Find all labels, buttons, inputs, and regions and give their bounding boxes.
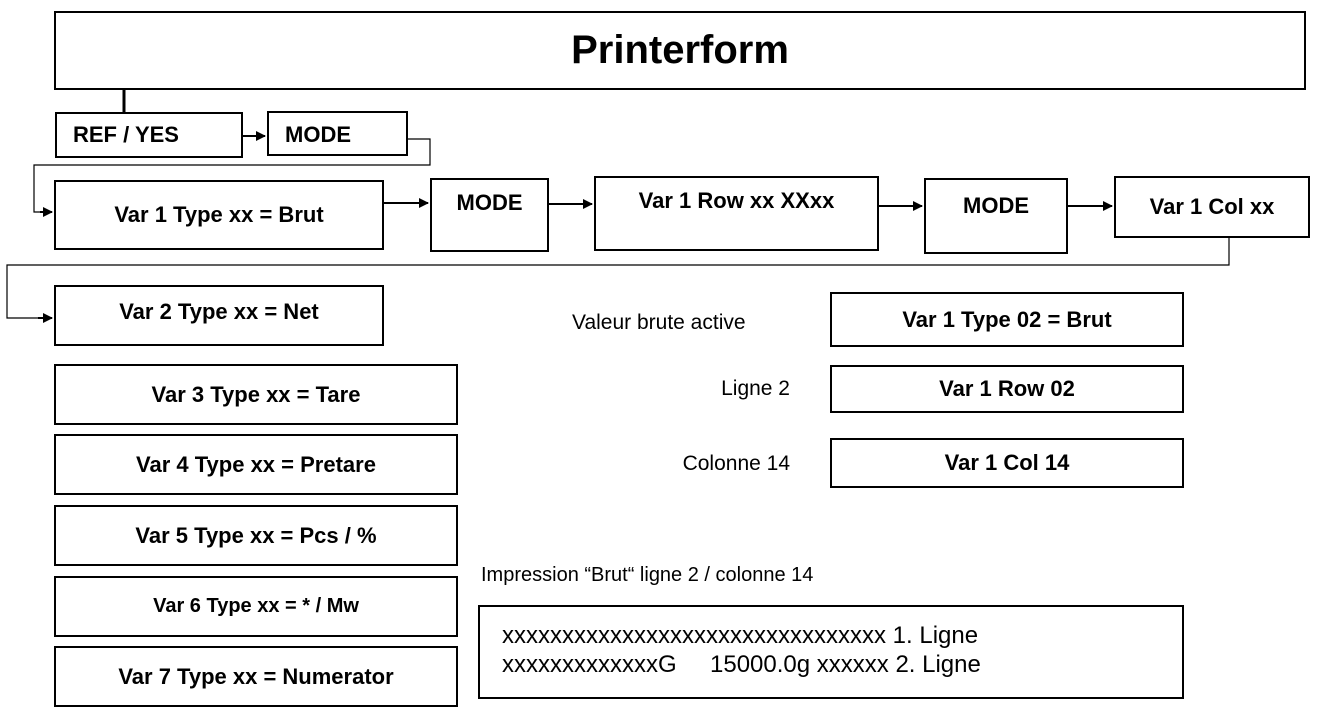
example-value: Var 1 Type 02 = Brut — [902, 306, 1112, 332]
print-output-box: xxxxxxxxxxxxxxxxxxxxxxxxxxxxxxxx 1. Lign… — [478, 605, 1184, 699]
var-type-box: Var 3 Type xx = Tare — [54, 364, 458, 425]
printerform-title: Printerform — [54, 11, 1306, 90]
var1-col-box: Var 1 Col xx — [1114, 176, 1310, 238]
var-type-label: Var 2 Type xx = Net — [119, 299, 319, 324]
ref-yes-label: REF / YES — [73, 122, 179, 147]
ref-yes-box: REF / YES — [55, 112, 243, 158]
var-type-label: Var 5 Type xx = Pcs / % — [135, 522, 377, 548]
example-value-box: Var 1 Row 02 — [830, 365, 1184, 413]
var-type-label: Var 7 Type xx = Numerator — [118, 663, 394, 689]
mode-box-3: MODE — [924, 178, 1068, 254]
var1-row-label: Var 1 Row xx XXxx — [638, 188, 835, 213]
example-value-box: Var 1 Col 14 — [830, 438, 1184, 488]
example-label: Colonne 14 — [682, 452, 790, 475]
print-output-line: xxxxxxxxxxxxxG 15000.0g xxxxxx 2. Ligne — [502, 651, 981, 678]
mode-label-2: MODE — [456, 190, 523, 215]
var-type-box: Var 6 Type xx = * / Mw — [54, 576, 458, 637]
example-label: Valeur brute active — [572, 311, 746, 334]
var-type-label: Var 3 Type xx = Tare — [151, 381, 361, 407]
mode-box-1: MODE — [267, 111, 408, 156]
mode-label-3: MODE — [963, 193, 1029, 218]
var-type-box: Var 4 Type xx = Pretare — [54, 434, 458, 495]
page-title: Printerform — [571, 28, 789, 72]
print-caption: Impression “Brut“ ligne 2 / colonne 14 — [481, 564, 814, 586]
var-type-label: Var 6 Type xx = * / Mw — [153, 595, 359, 617]
mode-label-1: MODE — [285, 122, 351, 147]
var1-type-box: Var 1 Type xx = Brut — [54, 180, 384, 250]
var1-col-label: Var 1 Col xx — [1149, 194, 1275, 219]
var1-row-box: Var 1 Row xx XXxx — [594, 176, 879, 251]
var-type-label: Var 4 Type xx = Pretare — [136, 451, 376, 477]
example-value: Var 1 Col 14 — [944, 450, 1070, 475]
mode-box-2: MODE — [430, 178, 549, 252]
var-type-box: Var 7 Type xx = Numerator — [54, 646, 458, 707]
var-type-box: Var 5 Type xx = Pcs / % — [54, 505, 458, 566]
example-value-box: Var 1 Type 02 = Brut — [830, 292, 1184, 347]
example-value: Var 1 Row 02 — [939, 376, 1075, 401]
var-type-box: Var 2 Type xx = Net — [54, 285, 384, 346]
example-label: Ligne 2 — [721, 377, 790, 400]
var1-type-label: Var 1 Type xx = Brut — [114, 202, 324, 227]
print-output-line: xxxxxxxxxxxxxxxxxxxxxxxxxxxxxxxx 1. Lign… — [502, 622, 979, 649]
